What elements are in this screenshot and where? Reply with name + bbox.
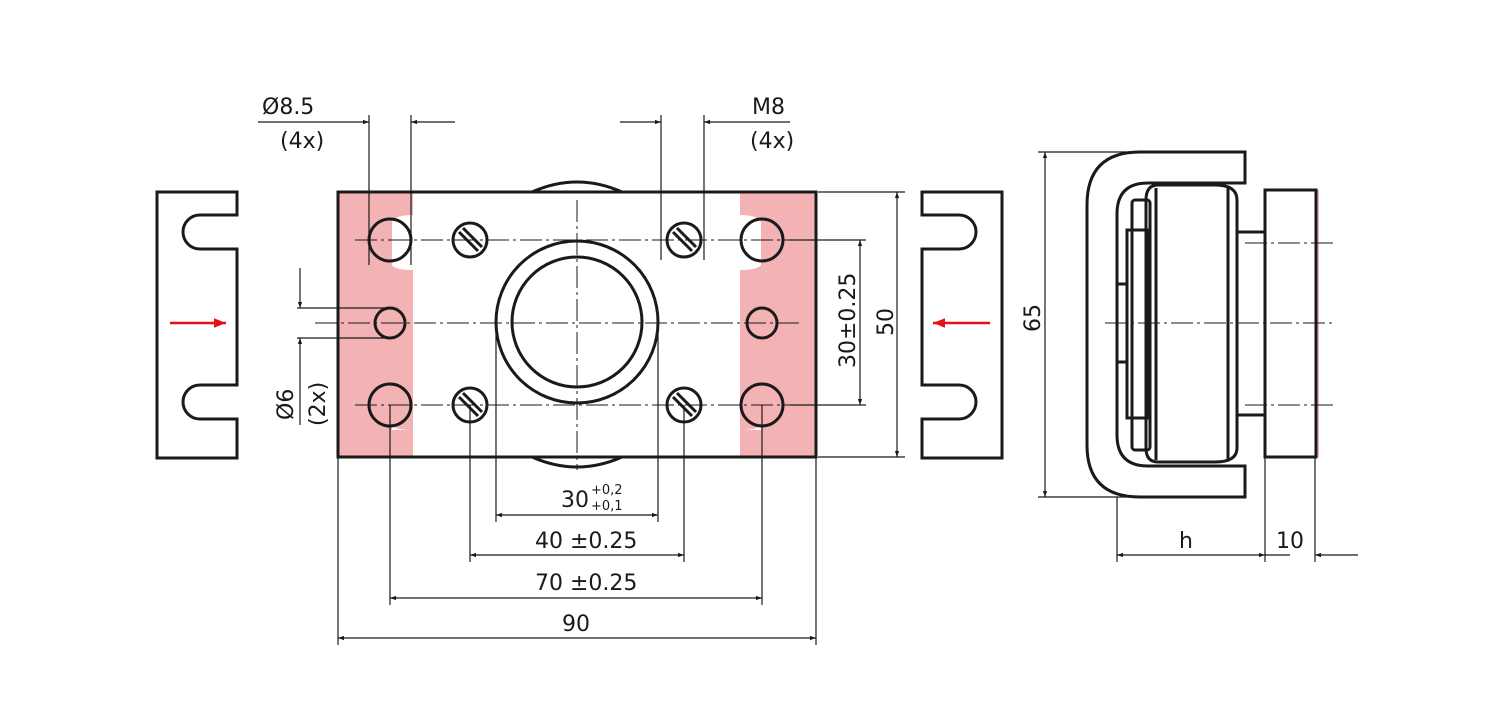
mounting-plate-front-view	[315, 180, 818, 470]
label-65: 65	[1021, 304, 1046, 332]
label-bore-30: 30	[561, 488, 589, 513]
dim-65: 65	[1021, 151, 1140, 498]
label-10: 10	[1276, 529, 1304, 554]
label-90: 90	[562, 612, 590, 637]
label-hole-6-qty: (2x)	[306, 382, 331, 426]
label-50: 50	[874, 308, 899, 336]
dim-hole-8-5: Ø8.5 (4x)	[258, 95, 455, 265]
label-hole-8-5-qty: (4x)	[280, 129, 324, 154]
label-70: 70 ±0.25	[535, 571, 637, 596]
dim-90: 90	[337, 458, 817, 645]
dim-h: h	[1116, 457, 1316, 562]
dim-vertical-50: 50	[818, 191, 905, 458]
dim-bore-30: 30 +0,2 +0,1	[495, 322, 659, 522]
dim-40: 40 ±0.25	[469, 405, 685, 562]
hole-8-5-tr	[739, 217, 785, 263]
right-clamp-clip	[920, 190, 1004, 460]
label-h: h	[1179, 529, 1193, 554]
left-clamp-clip	[155, 190, 239, 460]
label-bore-tol-lower: +0,1	[591, 499, 623, 514]
label-30-vert: 30±0.25	[836, 273, 861, 368]
label-hole-8-5: Ø8.5	[262, 95, 314, 120]
label-bore-tol-upper: +0,2	[591, 483, 623, 498]
dim-vertical-30: 30±0.25	[790, 239, 866, 406]
label-hole-6: Ø6	[274, 389, 299, 420]
dim-hole-6: Ø6 (2x)	[274, 268, 390, 426]
label-thread-qty: (4x)	[750, 129, 794, 154]
dim-70: 70 ±0.25	[389, 405, 763, 605]
dim-thread-m8: M8 (4x)	[620, 95, 794, 260]
label-40: 40 ±0.25	[535, 529, 637, 554]
side-view	[1085, 150, 1335, 499]
label-thread: M8	[752, 95, 785, 120]
dim-10: 10	[1265, 529, 1358, 558]
